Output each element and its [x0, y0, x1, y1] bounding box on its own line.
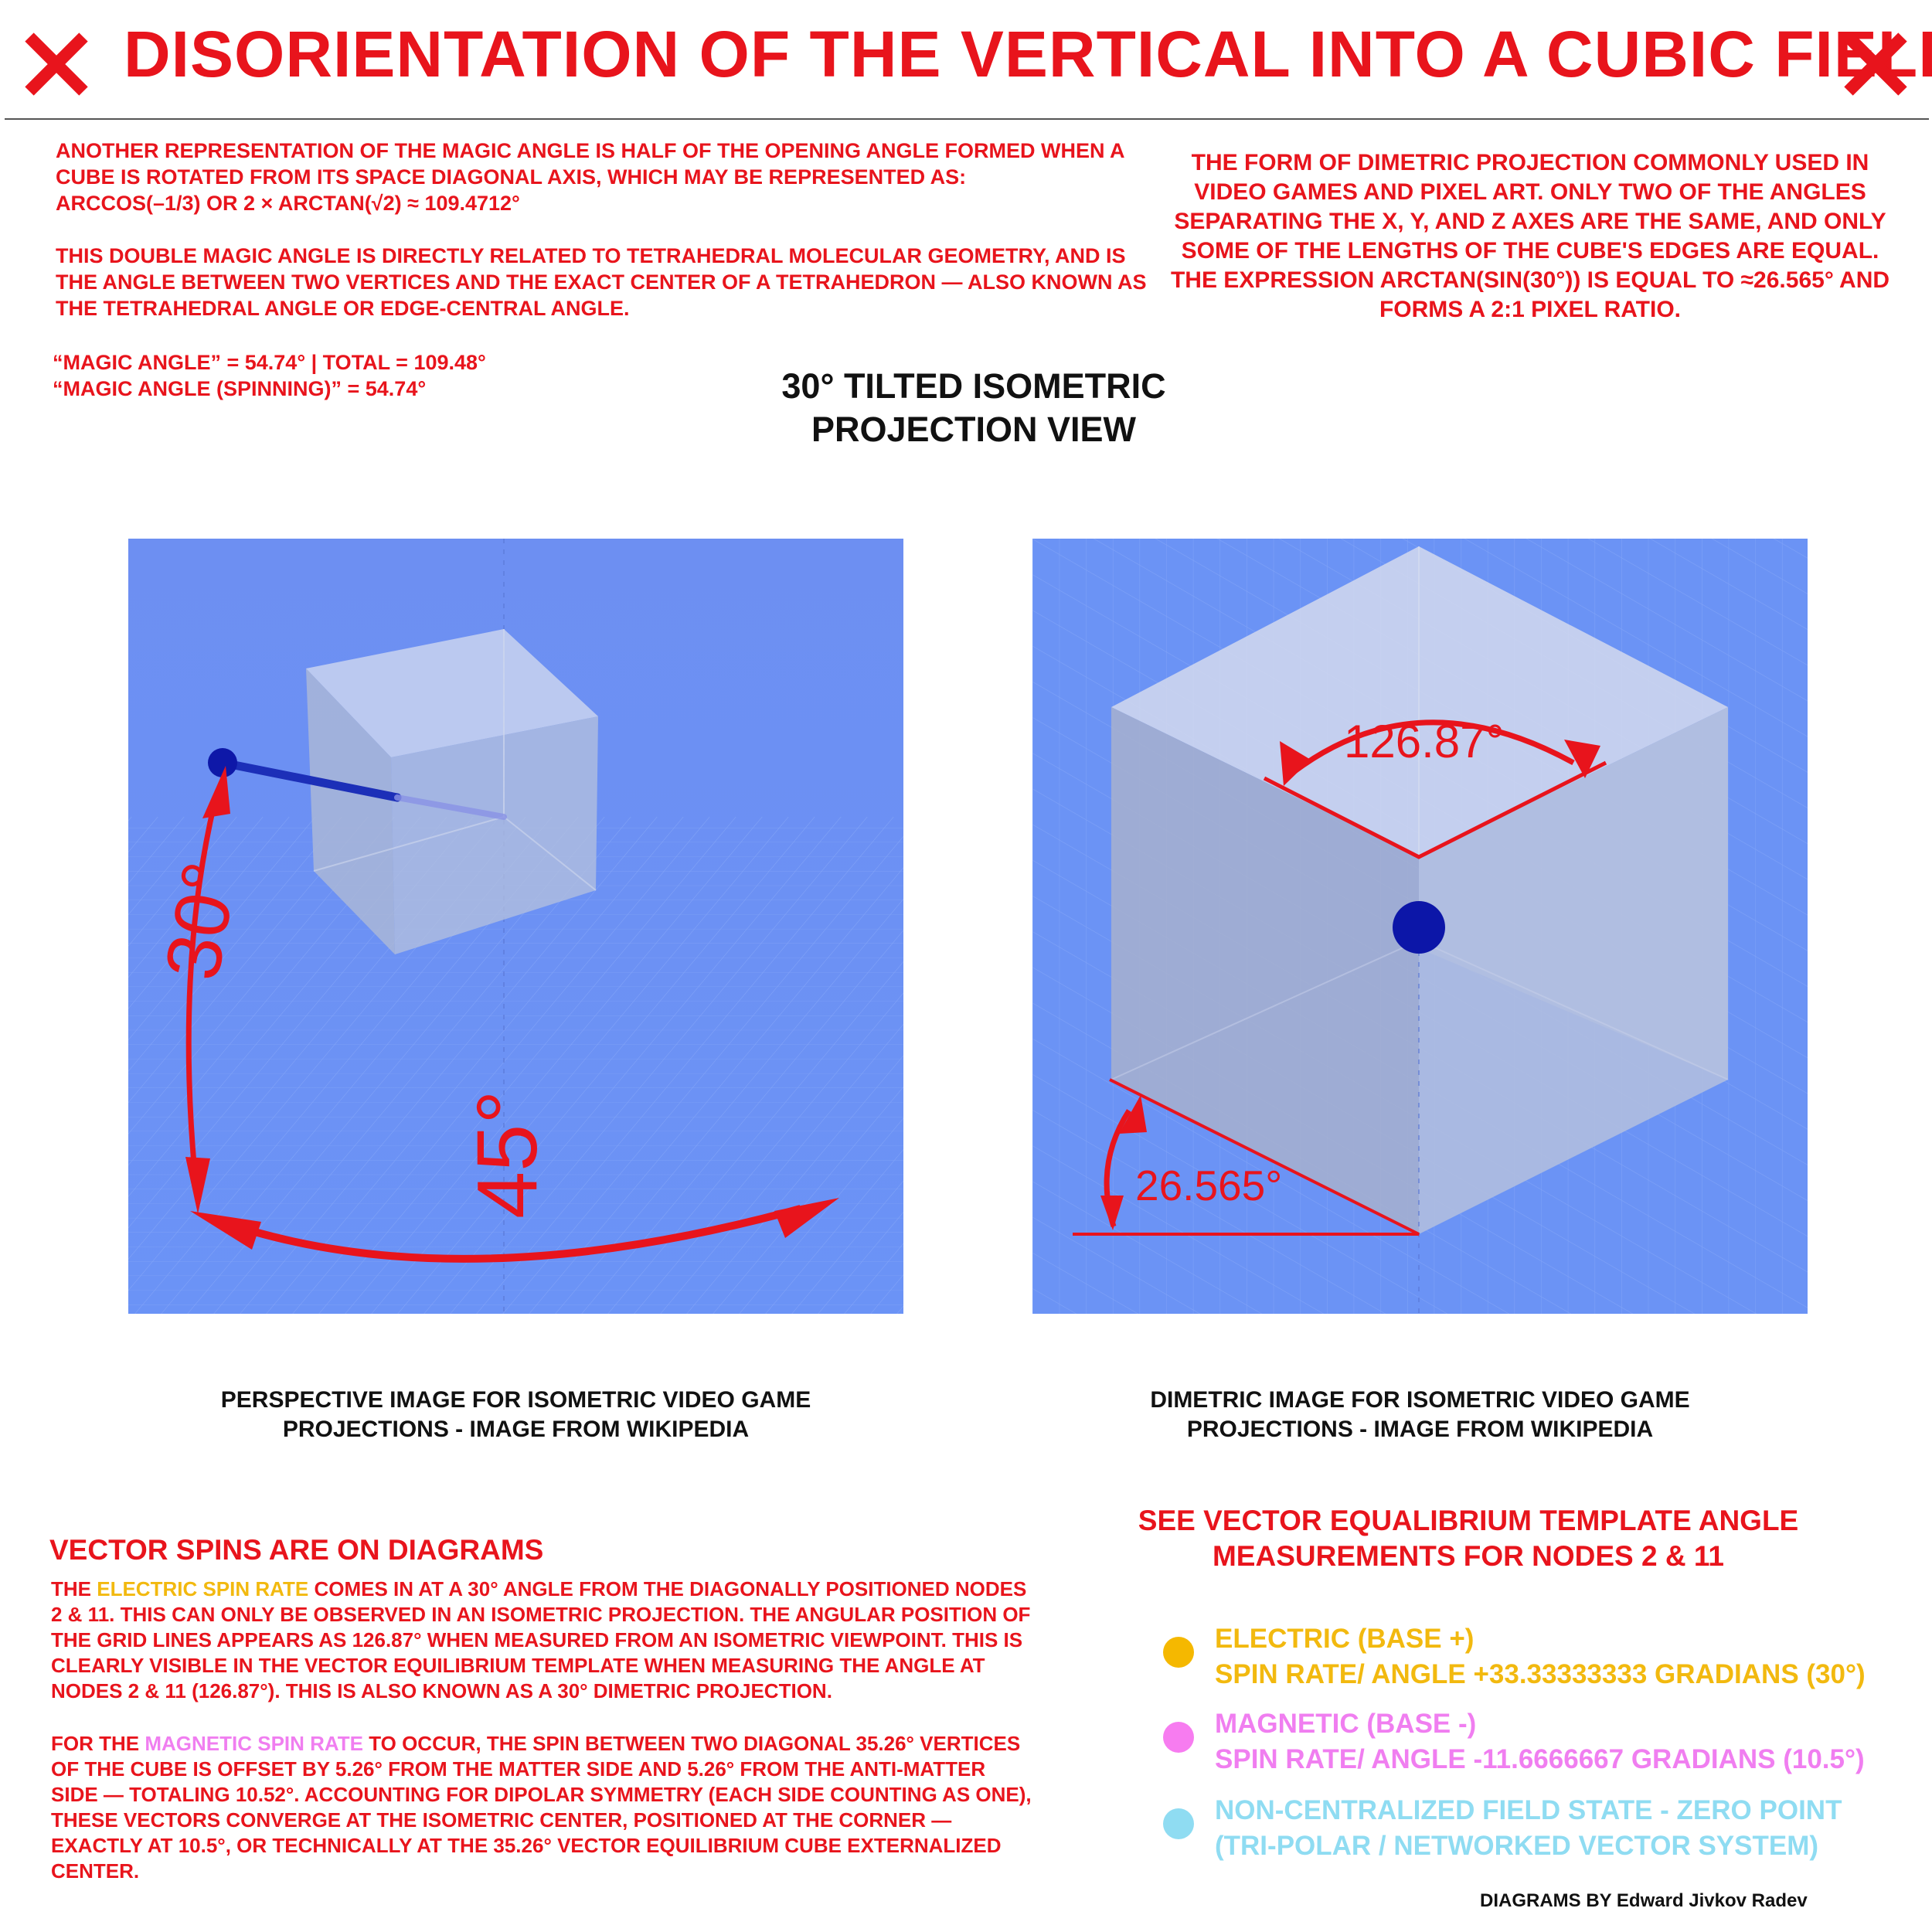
zero-point-legend-text: NON-CENTRALIZED FIELD STATE - ZERO POINT…: [1215, 1795, 1842, 1861]
left-panel-caption: PERSPECTIVE IMAGE FOR ISOMETRIC VIDEO GA…: [220, 1387, 811, 1442]
close-icon-left: [25, 32, 88, 96]
electric-spin-highlight: ELECTRIC SPIN RATE: [97, 1577, 309, 1600]
arc-126: [1291, 719, 1575, 774]
angle-126-label: 126.87°: [1344, 716, 1505, 767]
credit-line: DIAGRAMS BY Edward Jivkov Radev: [1480, 1890, 1808, 1911]
title-divider: [5, 118, 1929, 120]
dimetric-isometric-diagram: 126.87° 26.565°: [1032, 539, 1808, 1314]
vector-spins-heading: VECTOR SPINS ARE ON DIAGRAMS: [49, 1534, 544, 1566]
center-node: [1393, 901, 1445, 954]
zero-point-legend-dot: [1163, 1808, 1194, 1839]
arc-45: [212, 1205, 802, 1263]
magnetic-legend-dot: [1163, 1722, 1194, 1753]
arc-30: [185, 801, 218, 1190]
close-icon-right: [1844, 32, 1907, 96]
electric-legend-dot: [1163, 1637, 1194, 1668]
angle-126-lines: [1263, 760, 1607, 859]
vector-rod: [218, 758, 402, 802]
perspective-isometric-diagram: 30° 45°: [128, 539, 903, 1314]
intro-paragraph-1: ANOTHER REPRESENTATION OF THE MAGIC ANGL…: [56, 139, 1124, 215]
magnetic-spin-highlight: MAGNETIC SPIN RATE: [145, 1732, 363, 1755]
angle-45-label: 45°: [460, 1090, 555, 1219]
vector-node: [208, 748, 237, 777]
page-title: DISORIENTATION OF THE VERTICAL INTO A CU…: [124, 18, 1932, 90]
intro-paragraph-2: THIS DOUBLE MAGIC ANGLE IS DIRECTLY RELA…: [56, 244, 1147, 320]
angle-26-label: 26.565°: [1135, 1162, 1282, 1209]
dimetric-description: THE FORM OF DIMETRIC PROJECTION COMMONLY…: [1170, 150, 1890, 322]
angle-26-lines: [1073, 1078, 1420, 1236]
electric-legend-text: ELECTRIC (BASE +)SPIN RATE/ ANGLE +33.33…: [1215, 1624, 1866, 1689]
perspective-cube: [306, 629, 598, 954]
magic-angle-lines: “MAGIC ANGLE” = 54.74° | TOTAL = 109.48°…: [53, 351, 486, 400]
angle-30-label: 30°: [148, 855, 254, 985]
magnetic-spin-paragraph: FOR THE MAGNETIC SPIN RATE TO OCCUR, THE…: [51, 1732, 1032, 1883]
magnetic-legend-text: MAGNETIC (BASE -)SPIN RATE/ ANGLE -11.66…: [1215, 1709, 1865, 1774]
electric-spin-paragraph: THE ELECTRIC SPIN RATE COMES IN AT A 30°…: [51, 1577, 1031, 1702]
